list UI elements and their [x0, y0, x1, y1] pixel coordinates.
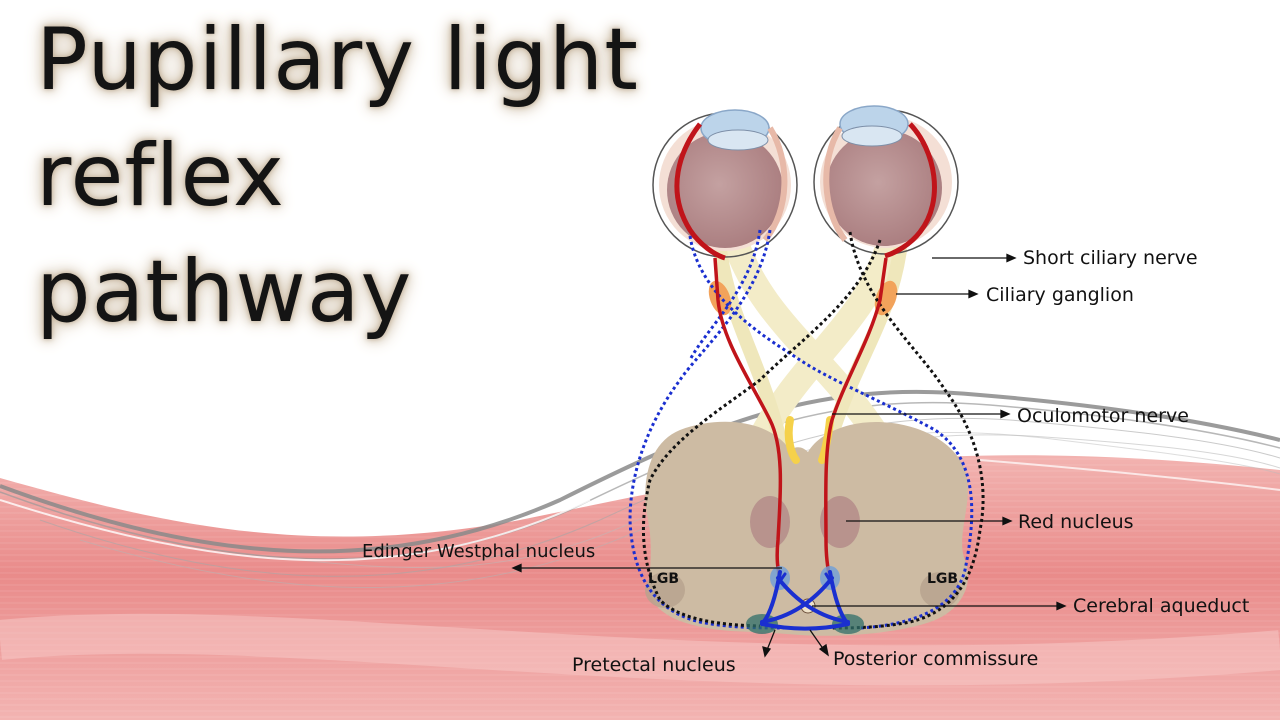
title-line-2: reflex — [36, 126, 285, 226]
label-ciliary-ganglion: Ciliary ganglion — [986, 284, 1134, 306]
label-posterior-commissure: Posterior commissure — [833, 648, 1039, 670]
page-title: Pupillary light reflex pathway — [36, 2, 639, 350]
afferent-pathway-black — [641, 231, 985, 630]
label-edinger-westphal-nucleus: Edinger Westphal nucleus — [362, 541, 596, 562]
red-nucleus-left — [750, 496, 790, 548]
label-red-nucleus: Red nucleus — [1018, 511, 1134, 533]
optic-nerves — [713, 227, 907, 453]
midbrain-cross-section — [645, 421, 969, 636]
left-eyeball — [652, 109, 798, 261]
arrow-posterior-commissure — [809, 629, 825, 651]
right-eyeball — [813, 105, 959, 259]
afferent-pathway-blue — [628, 229, 974, 630]
arrow-pretectal-nucleus — [766, 629, 776, 651]
label-short-ciliary-nerve: Short ciliary nerve — [1023, 247, 1198, 269]
label-oculomotor-nerve: Oculomotor nerve — [1017, 405, 1189, 427]
title-line-3: pathway — [36, 242, 413, 342]
label-lgb-right: LGB — [927, 571, 959, 587]
label-cerebral-aqueduct: Cerebral aqueduct — [1073, 595, 1250, 617]
label-pretectal-nucleus: Pretectal nucleus — [572, 654, 736, 676]
red-nucleus-right — [820, 496, 860, 548]
posterior-commissure — [760, 570, 850, 631]
label-lgb-left: LGB — [648, 571, 680, 587]
lgb-right-body — [920, 572, 960, 608]
efferent-pathway-red — [713, 257, 888, 579]
lgb-left-body — [645, 572, 685, 608]
title-line-1: Pupillary light — [36, 10, 640, 110]
annotation-arrows — [511, 253, 1067, 658]
